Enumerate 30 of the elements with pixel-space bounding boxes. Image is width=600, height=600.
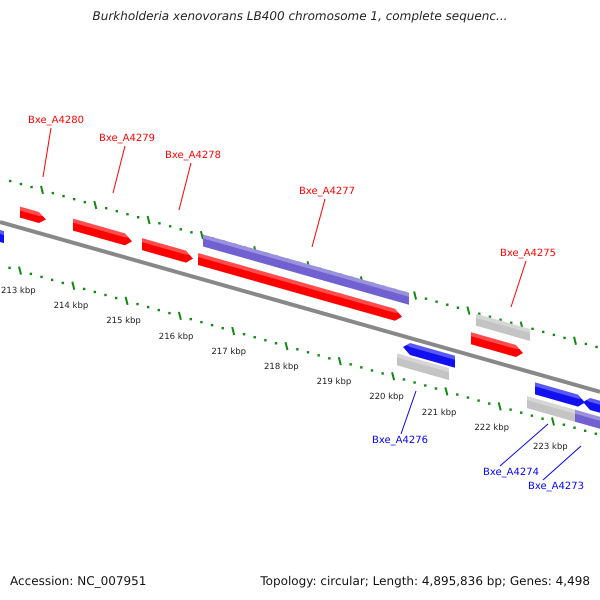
leader-line	[510, 260, 526, 308]
leader-line	[42, 128, 52, 178]
gene-label: Bxe_A4275	[500, 248, 556, 260]
gene-label: Bxe_A4277	[299, 186, 355, 198]
gene-label: Bxe_A4276	[372, 435, 428, 447]
gene-label: Bxe_A4274	[483, 467, 539, 479]
scale-label: 214 kbp	[54, 301, 88, 312]
scale-label: 217 kbp	[211, 346, 246, 357]
scale-label: 213 kbp	[1, 286, 36, 296]
scale-label: 219 kbp	[316, 377, 352, 388]
accession-text: Accession: NC_007951	[10, 574, 146, 588]
topology-text: Topology: circular; Length: 4,895,836 bp; Genes: 4,498	[260, 574, 590, 588]
chart-title: Burkholderia xenovorans LB400 chromosome 1, complete sequenc...	[92, 9, 508, 23]
scale-label: 215 kbp	[106, 316, 141, 326]
leader-line	[312, 198, 326, 248]
leader-line	[178, 162, 192, 210]
gene-label: Bxe_A4280	[28, 115, 84, 127]
gene-label: Bxe_A4279	[99, 133, 155, 145]
scale-label: 223 kbp	[533, 442, 568, 452]
leader-line	[400, 390, 416, 434]
scale-label: 216 kbp	[158, 332, 194, 342]
gene-label: Bxe_A4278	[165, 150, 221, 162]
scale-label: 222 kbp	[474, 422, 510, 433]
leader-line	[500, 424, 548, 466]
leader-line	[542, 446, 582, 480]
leader-line	[112, 146, 126, 194]
scale-label: 221 kbp	[422, 408, 456, 418]
gene-label: Bxe_A4273	[528, 481, 584, 493]
scale-label: 218 kbp	[264, 362, 299, 372]
scale-label: 220 kbp	[369, 392, 404, 402]
